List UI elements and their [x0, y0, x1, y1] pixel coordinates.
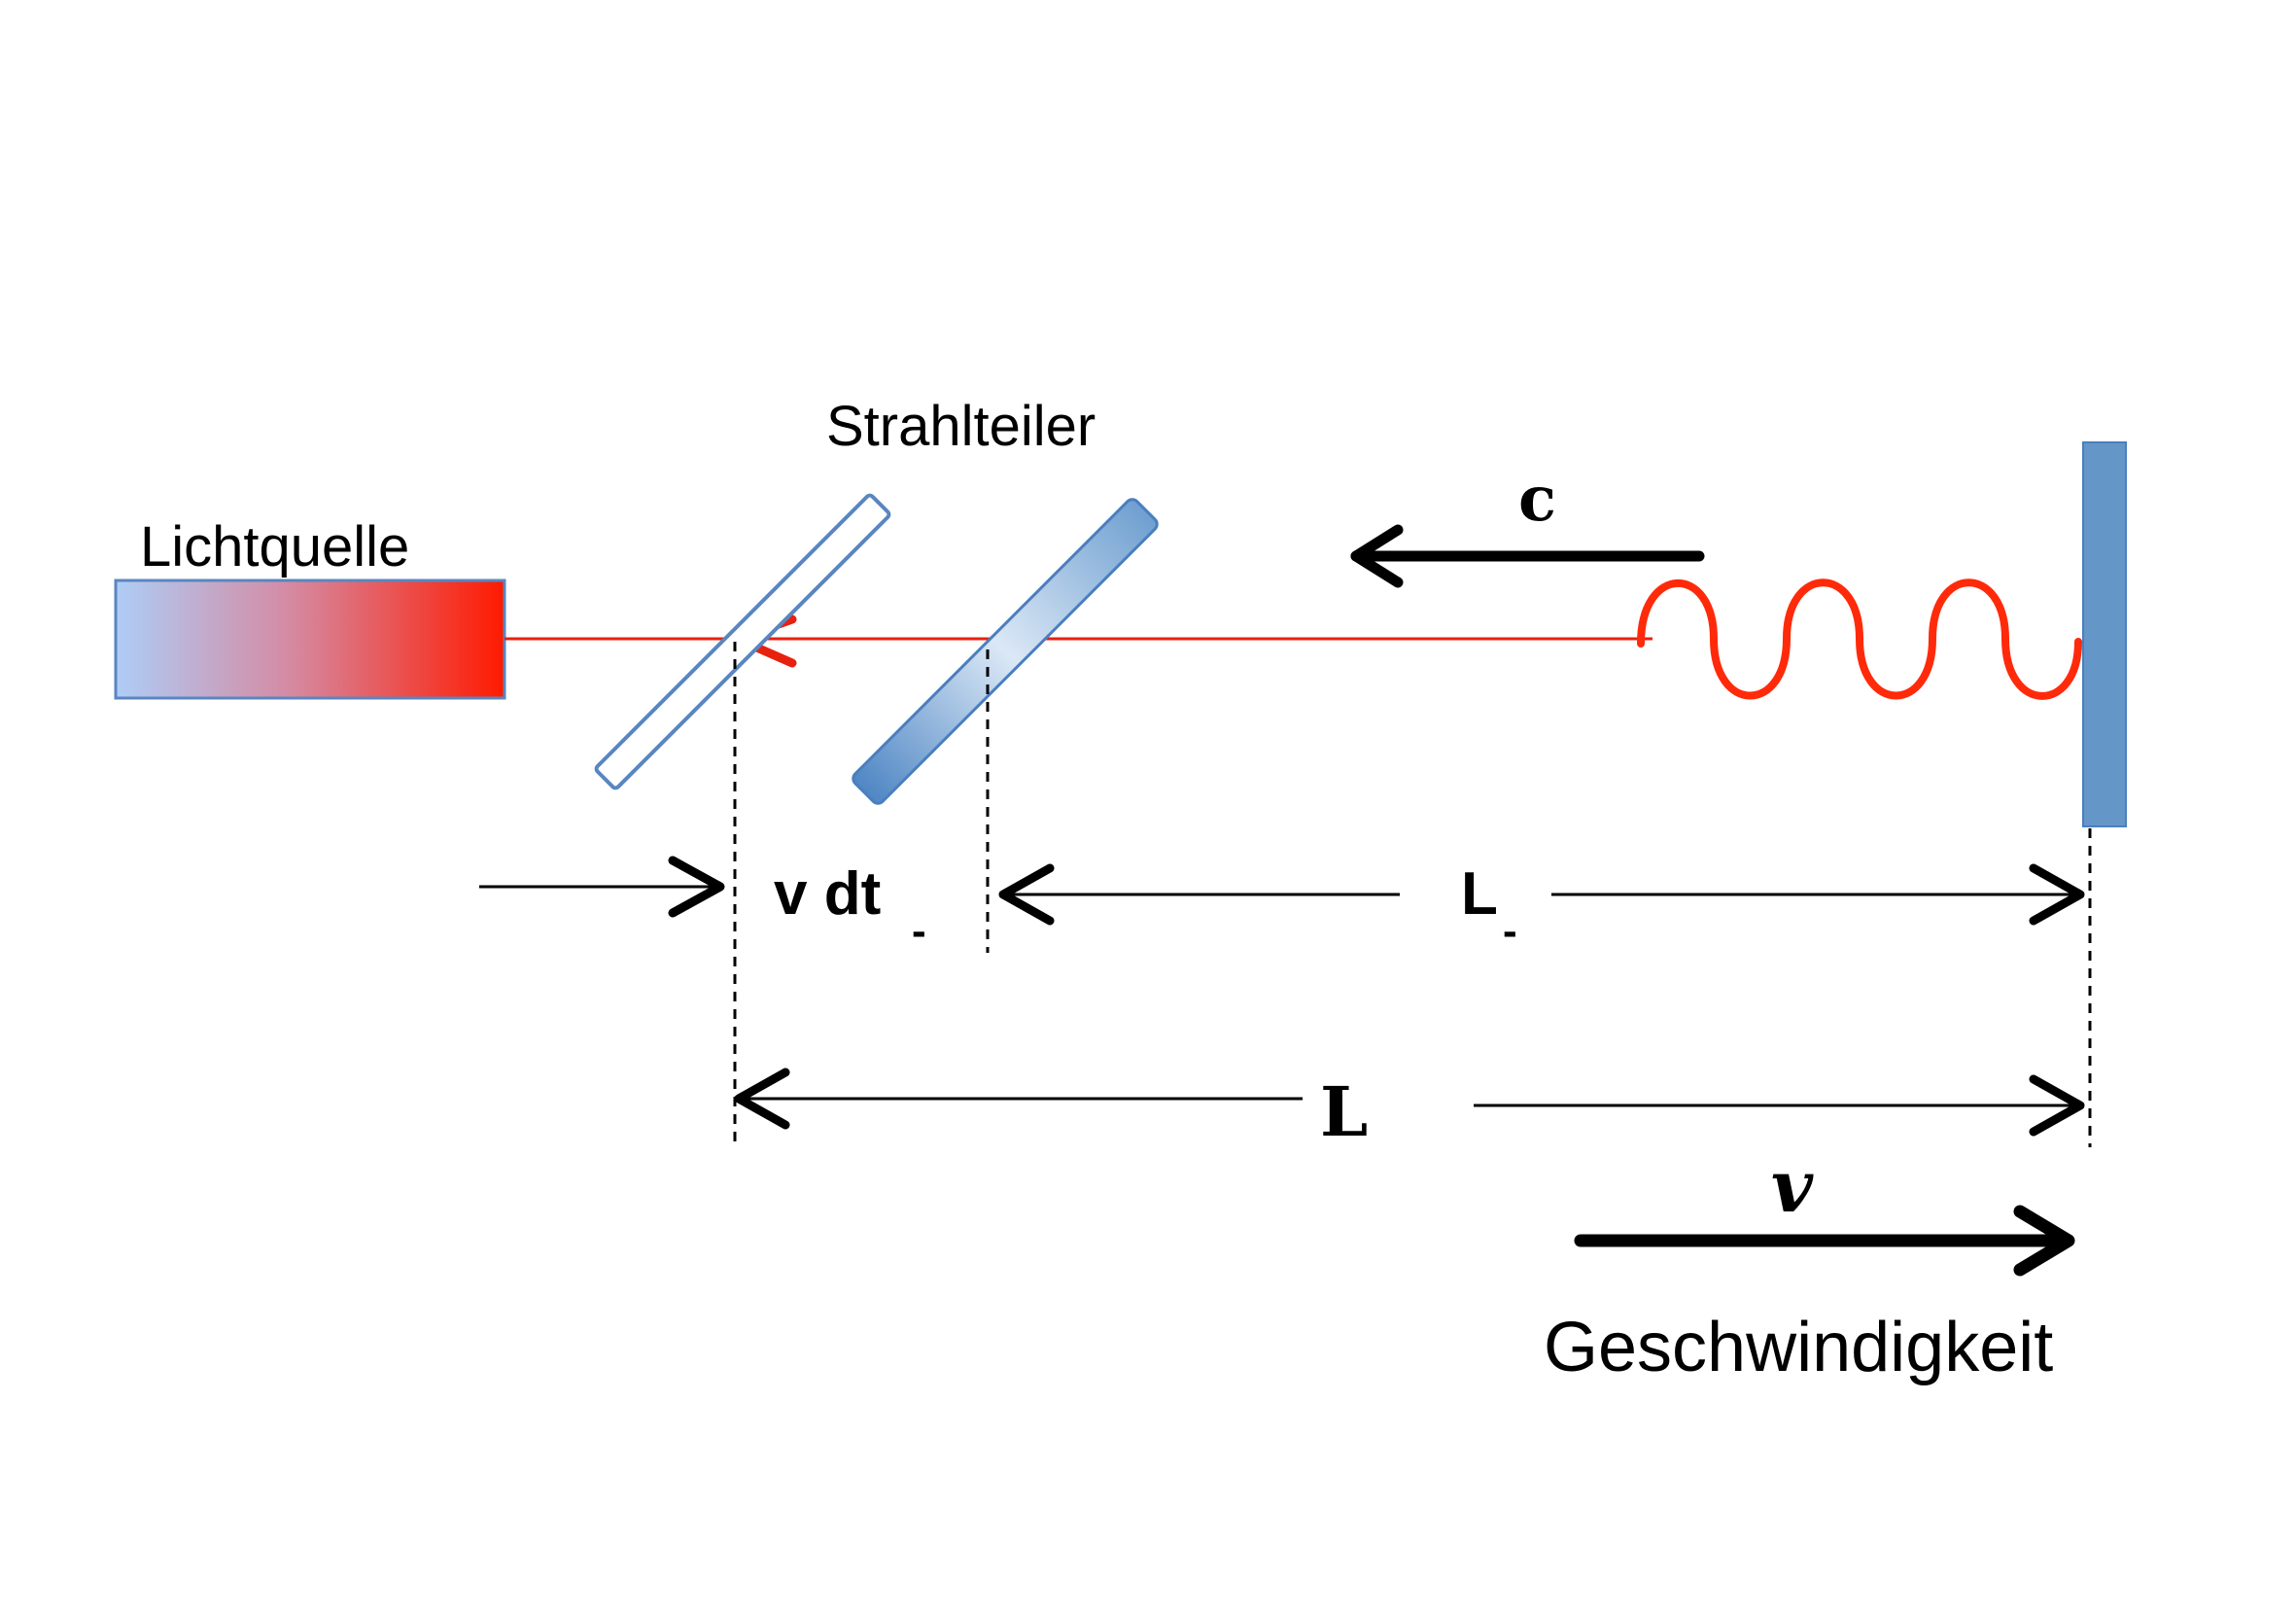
- velocity-symbol-label: v: [1771, 1145, 1814, 1229]
- beam-splitter: [852, 498, 1159, 805]
- light-source-label: Lichtquelle: [140, 515, 409, 578]
- l-arrow-right: [1474, 1074, 2085, 1137]
- vdt-label: v dt: [774, 860, 881, 928]
- light-source-box: [114, 578, 506, 700]
- velocity-arrow: [1574, 1205, 2075, 1277]
- l-arrow-left: [734, 1068, 1303, 1130]
- l-minus-arrow-right: [1551, 863, 2085, 926]
- beam-splitter-previous-position: [594, 493, 891, 790]
- l-minus-label: L: [1461, 860, 1498, 928]
- beam-splitter-label: Strahlteiler: [826, 395, 1096, 458]
- mirror: [2082, 441, 2127, 827]
- vdt-subscript: -: [912, 907, 926, 955]
- l-minus-subscript: -: [1503, 907, 1517, 955]
- light-wave-packet: [1637, 578, 2082, 700]
- l-label: L: [1320, 1071, 1368, 1152]
- vdt-arrow-in: [479, 856, 725, 918]
- velocity-label: Geschwindigkeit: [1544, 1309, 2053, 1386]
- speed-of-light-label: c: [1518, 463, 1556, 536]
- speed-of-light-arrow: [1350, 524, 1705, 588]
- l-minus-arrow-left: [998, 863, 1400, 926]
